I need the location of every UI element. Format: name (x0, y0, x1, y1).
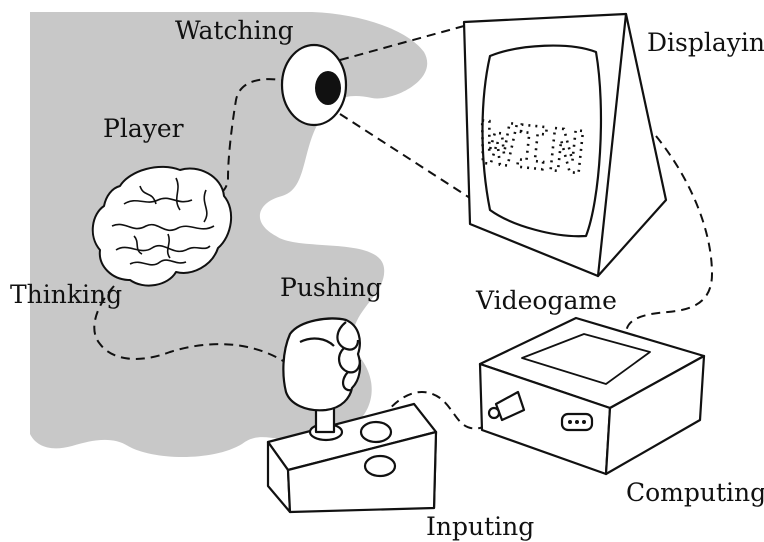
fist-icon (282, 317, 362, 412)
eye-icon (280, 43, 348, 127)
eye-to-screen-top-path (339, 25, 465, 61)
label-computing: Computing (626, 478, 764, 507)
label-videogame: Videogame (475, 286, 617, 315)
label-player: Player (103, 114, 184, 143)
eye-to-screen-bottom-path (339, 113, 471, 199)
monitor-to-console-path (625, 135, 714, 335)
screen-text: WIN (476, 109, 587, 188)
controller-button-1 (359, 420, 393, 444)
console (478, 316, 706, 476)
controller-to-console-path (381, 391, 493, 430)
brain-icon (91, 165, 233, 287)
label-thinking: Thinking (10, 280, 122, 309)
controller (266, 396, 438, 514)
console-plug (494, 390, 526, 422)
label-displaying: Displaying (647, 28, 764, 57)
monitor-screen (481, 44, 603, 238)
label-pushing: Pushing (280, 273, 382, 302)
console-side (604, 354, 706, 476)
label-watching: Watching (175, 16, 294, 45)
label-inputing: Inputing (426, 512, 534, 541)
controller-button-2 (363, 454, 397, 478)
console-top-panel (521, 333, 651, 385)
monitor (462, 12, 668, 278)
brain-to-hand-path (93, 285, 289, 365)
